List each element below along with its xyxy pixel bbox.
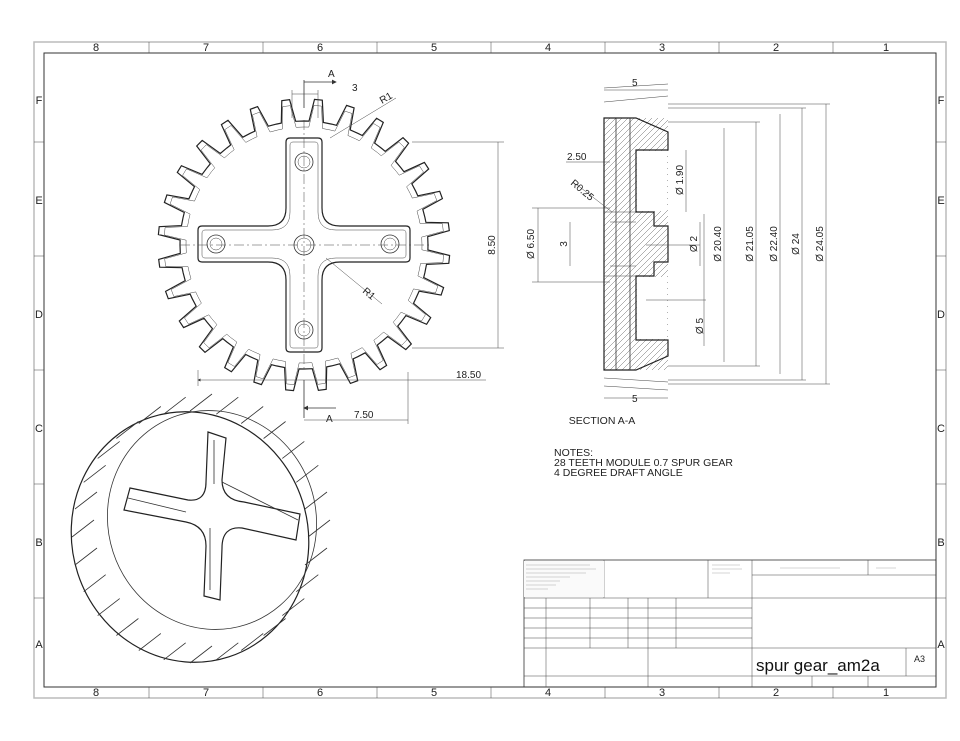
front-dims: 3 R1 R1 8.50 18.50 7.50 bbox=[197, 83, 504, 424]
dim-sec-d2405: Ø 24.05 bbox=[815, 226, 826, 262]
section-dims: 5 5 SECTION A-A 2.50 R0.25 Ø 6.50 3 Ø 1.… bbox=[526, 78, 830, 427]
zone-col-7-bottom: 7 bbox=[203, 687, 209, 699]
zone-row-a-right: A bbox=[937, 639, 945, 651]
zone-col-8: 8 bbox=[93, 42, 99, 54]
notes-line-2: 4 DEGREE DRAFT ANGLE bbox=[554, 467, 683, 479]
dim-sec-d2040: Ø 20.40 bbox=[713, 226, 724, 262]
zone-row-d-right: D bbox=[937, 309, 945, 321]
zone-col-1: 1 bbox=[883, 42, 889, 54]
dim-sec-d2: Ø 2 bbox=[689, 236, 700, 253]
dim-sec-d650: Ø 6.50 bbox=[526, 229, 537, 259]
section-view: 5 5 SECTION A-A 2.50 R0.25 Ø 6.50 3 Ø 1.… bbox=[526, 78, 830, 427]
dim-top-3: 3 bbox=[352, 83, 358, 94]
zone-col-5-bottom: 5 bbox=[431, 687, 437, 699]
sheet-border bbox=[33, 41, 947, 699]
section-outline bbox=[603, 83, 700, 391]
zone-row-d: D bbox=[35, 309, 43, 321]
zone-col-5: 5 bbox=[431, 42, 437, 54]
zone-row-e-right: E bbox=[937, 195, 944, 207]
zone-row-c: C bbox=[35, 423, 43, 435]
sheet-size: A3 bbox=[914, 654, 925, 664]
zone-row-e: E bbox=[35, 195, 42, 207]
notes-line-1: 28 TEETH MODULE 0.7 SPUR GEAR bbox=[554, 457, 733, 469]
drawing-title: spur gear_am2a bbox=[756, 656, 880, 675]
dim-sec-top-5: 5 bbox=[632, 78, 638, 89]
zone-col-2: 2 bbox=[773, 42, 779, 54]
dim-sec-d2240: Ø 22.40 bbox=[769, 226, 780, 262]
zone-row-a: A bbox=[35, 639, 43, 651]
zone-labels-top: 8 7 6 5 4 3 2 1 bbox=[93, 42, 889, 54]
front-view: A A 3 R1 R1 8.50 18.50 7.50 bbox=[157, 69, 504, 425]
dim-sec-d24: Ø 24 bbox=[791, 233, 802, 255]
gear-spokes bbox=[180, 120, 430, 372]
zone-row-b-right: B bbox=[937, 537, 944, 549]
dim-width-1850: 18.50 bbox=[456, 370, 481, 381]
zone-col-2-bottom: 2 bbox=[773, 687, 779, 699]
dim-height-850: 8.50 bbox=[487, 235, 498, 255]
section-line-a: A A bbox=[303, 69, 337, 425]
dim-sec-r025: R0.25 bbox=[568, 178, 596, 204]
zone-labels-left: F E D C B A bbox=[35, 95, 43, 651]
notes: NOTES: 28 TEETH MODULE 0.7 SPUR GEAR 4 D… bbox=[554, 447, 733, 479]
section-hatch bbox=[604, 118, 668, 370]
dim-sec-bottom-5: 5 bbox=[632, 394, 638, 405]
zone-col-6: 6 bbox=[317, 42, 323, 54]
isometric-view bbox=[70, 393, 331, 664]
dim-offset-750: 7.50 bbox=[354, 410, 374, 421]
zone-ticks bbox=[34, 42, 946, 698]
zone-row-f-right: F bbox=[938, 95, 945, 107]
dim-sec-250: 2.50 bbox=[567, 152, 587, 163]
zone-labels-bottom: 8 7 6 5 4 3 2 1 bbox=[93, 687, 889, 699]
zone-col-3-bottom: 3 bbox=[659, 687, 665, 699]
section-label: SECTION A-A bbox=[569, 415, 636, 427]
dim-r1-top: R1 bbox=[378, 90, 395, 106]
dim-sec-d2105: Ø 21.05 bbox=[745, 226, 756, 262]
section-marker-top: A bbox=[328, 69, 335, 80]
dim-sec-3: 3 bbox=[559, 241, 570, 247]
zone-col-4: 4 bbox=[545, 42, 551, 54]
dim-sec-d190: Ø 1.90 bbox=[675, 165, 686, 195]
title-block bbox=[523, 559, 937, 688]
notes-title: NOTES: bbox=[554, 447, 593, 459]
zone-row-c-right: C bbox=[937, 423, 945, 435]
zone-col-3: 3 bbox=[659, 42, 665, 54]
zone-col-8-bottom: 8 bbox=[93, 687, 99, 699]
section-marker-bottom: A bbox=[326, 414, 333, 425]
zone-row-b: B bbox=[35, 537, 42, 549]
zone-col-4-bottom: 4 bbox=[545, 687, 551, 699]
zone-col-7: 7 bbox=[203, 42, 209, 54]
zone-row-f: F bbox=[36, 95, 43, 107]
zone-col-6-bottom: 6 bbox=[317, 687, 323, 699]
dim-sec-d5: Ø 5 bbox=[695, 318, 706, 335]
zone-col-1-bottom: 1 bbox=[883, 687, 889, 699]
zone-labels-right: F E D C B A bbox=[937, 95, 945, 651]
